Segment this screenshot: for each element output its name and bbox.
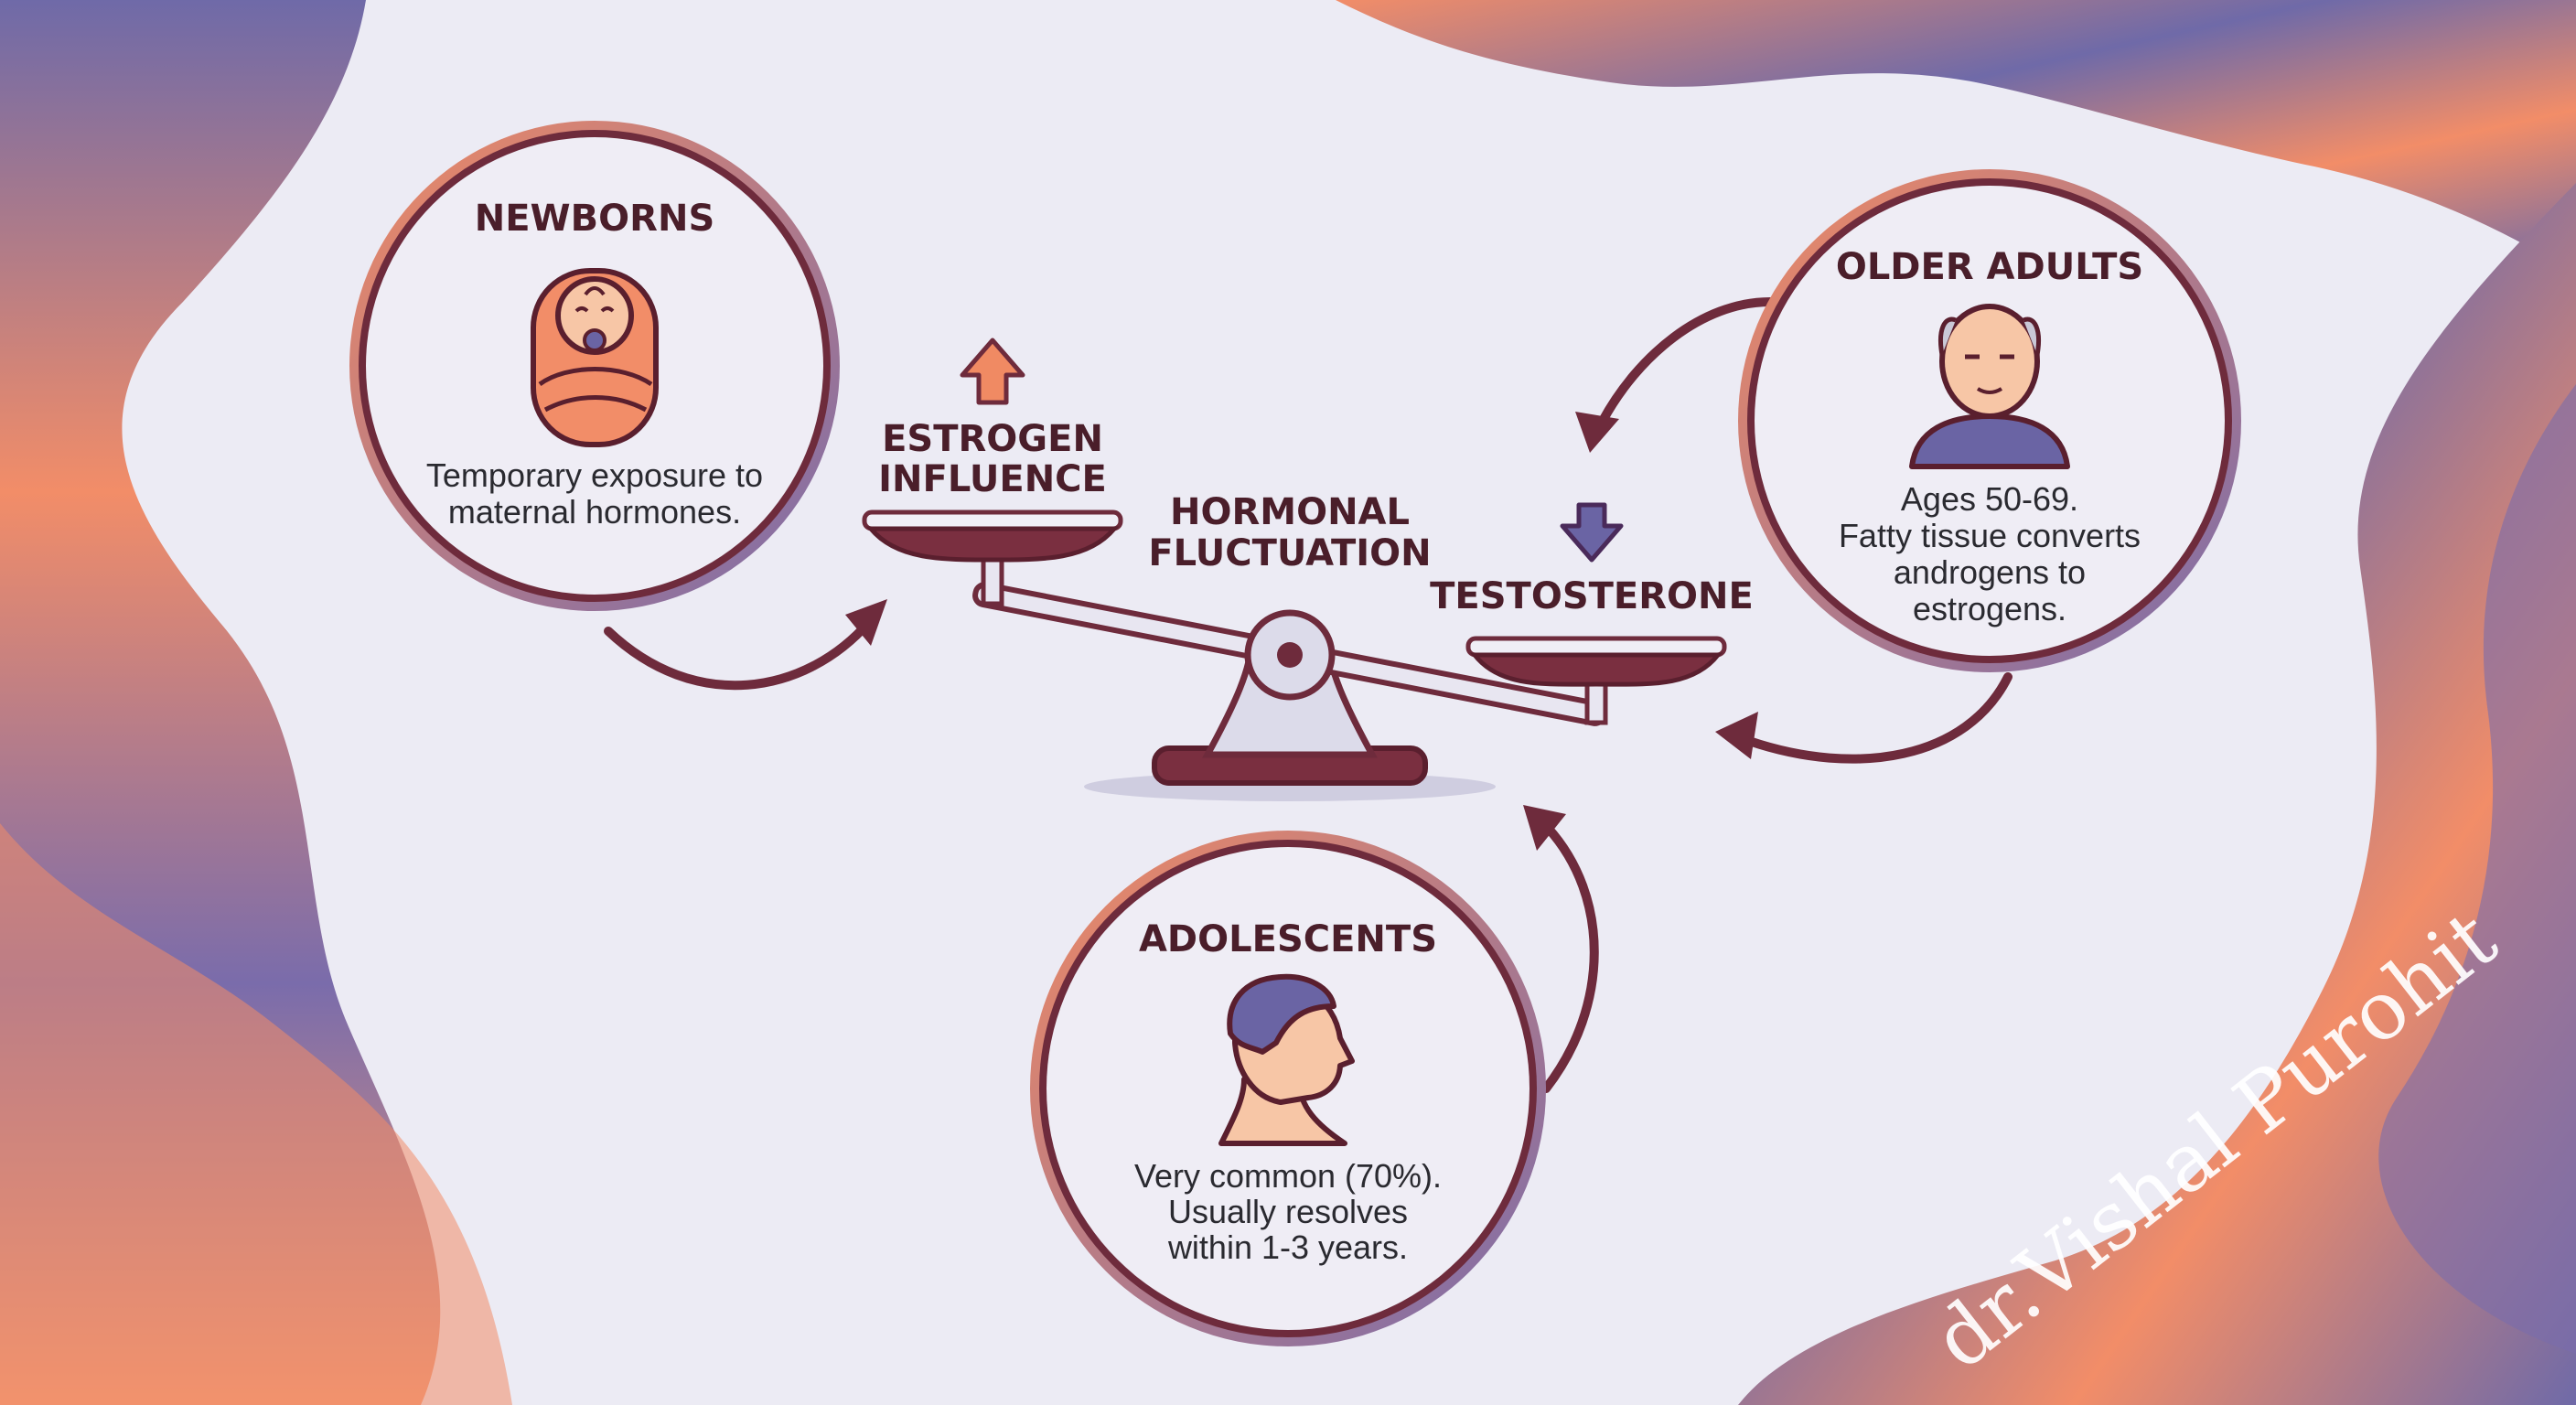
left-pan-bowl [865, 526, 1120, 563]
right-pan-rim [1465, 636, 1727, 658]
arrow-down-icon [1560, 502, 1624, 563]
hormonal-fluctuation-label: HORMONAL FLUCTUATION [1148, 491, 1431, 574]
adolescents-circle: ADOLESCENTS Very common (70%). Usually r… [1030, 831, 1546, 1346]
arrowhead [1715, 712, 1758, 759]
right-wave [1738, 183, 2576, 1405]
older-adults-to-testosterone-arrow [1598, 297, 1775, 425]
testosterone-label: TESTOSTERONE [1430, 575, 1754, 617]
elderly-man-icon [1909, 304, 2070, 469]
connector-arrows [604, 297, 2012, 1093]
scale-pivot [1277, 642, 1303, 668]
estrogen-label-line1: ESTROGEN [882, 418, 1103, 460]
newborns-to-estrogen-arrow [604, 617, 874, 691]
teen-profile-icon [1218, 973, 1355, 1146]
adolescents-desc-line2: Usually resolves [1168, 1193, 1408, 1230]
estrogen-indicator: ESTROGEN INFLUENCE [878, 338, 1107, 500]
older-adults-title: OLDER ADULTS [1836, 246, 2143, 288]
arrowhead [1575, 412, 1619, 453]
newborns-title: NEWBORNS [475, 198, 715, 240]
arrow-up-icon [960, 338, 1025, 405]
adolescents-desc-line1: Very common (70%). [1134, 1157, 1442, 1195]
swaddled-baby-icon [531, 268, 659, 447]
adolescents-title: ADOLESCENTS [1139, 918, 1437, 960]
newborns-circle: NEWBORNS Temporary exposure to maternal … [349, 121, 840, 611]
older-adults-desc-line2: Fatty tissue converts [1839, 517, 2141, 554]
arrowhead [1523, 805, 1566, 851]
center-label-line2: FLUCTUATION [1148, 532, 1431, 574]
estrogen-label-line2: INFLUENCE [878, 458, 1107, 500]
older-adults-desc-line4: estrogens. [1913, 590, 2066, 627]
adolescents-to-scale-arrow [1541, 823, 1599, 1093]
right-wave-inner [2378, 384, 2576, 1354]
left-pan-rim [862, 509, 1123, 531]
older-adults-desc-line3: androgens to [1894, 553, 2086, 591]
newborns-desc-line2: maternal hormones. [448, 493, 741, 531]
balance-scale [862, 509, 1727, 801]
adolescents-desc-line3: within 1-3 years. [1167, 1228, 1408, 1266]
older-adults-desc-line1: Ages 50-69. [1901, 480, 2078, 518]
older-adults-circle: OLDER ADULTS Ages 50-69. Fatty tissue co… [1738, 169, 2241, 672]
center-label-line1: HORMONAL [1170, 491, 1410, 533]
testosterone-indicator: TESTOSTERONE [1430, 502, 1754, 617]
older-adults-to-scale-arrow [1744, 672, 2012, 764]
top-right-wave [1336, 0, 2576, 274]
left-wave-inner [0, 823, 512, 1405]
newborns-desc-line1: Temporary exposure to [426, 456, 763, 494]
right-pan-bowl [1469, 652, 1723, 687]
arrowhead [845, 599, 887, 646]
